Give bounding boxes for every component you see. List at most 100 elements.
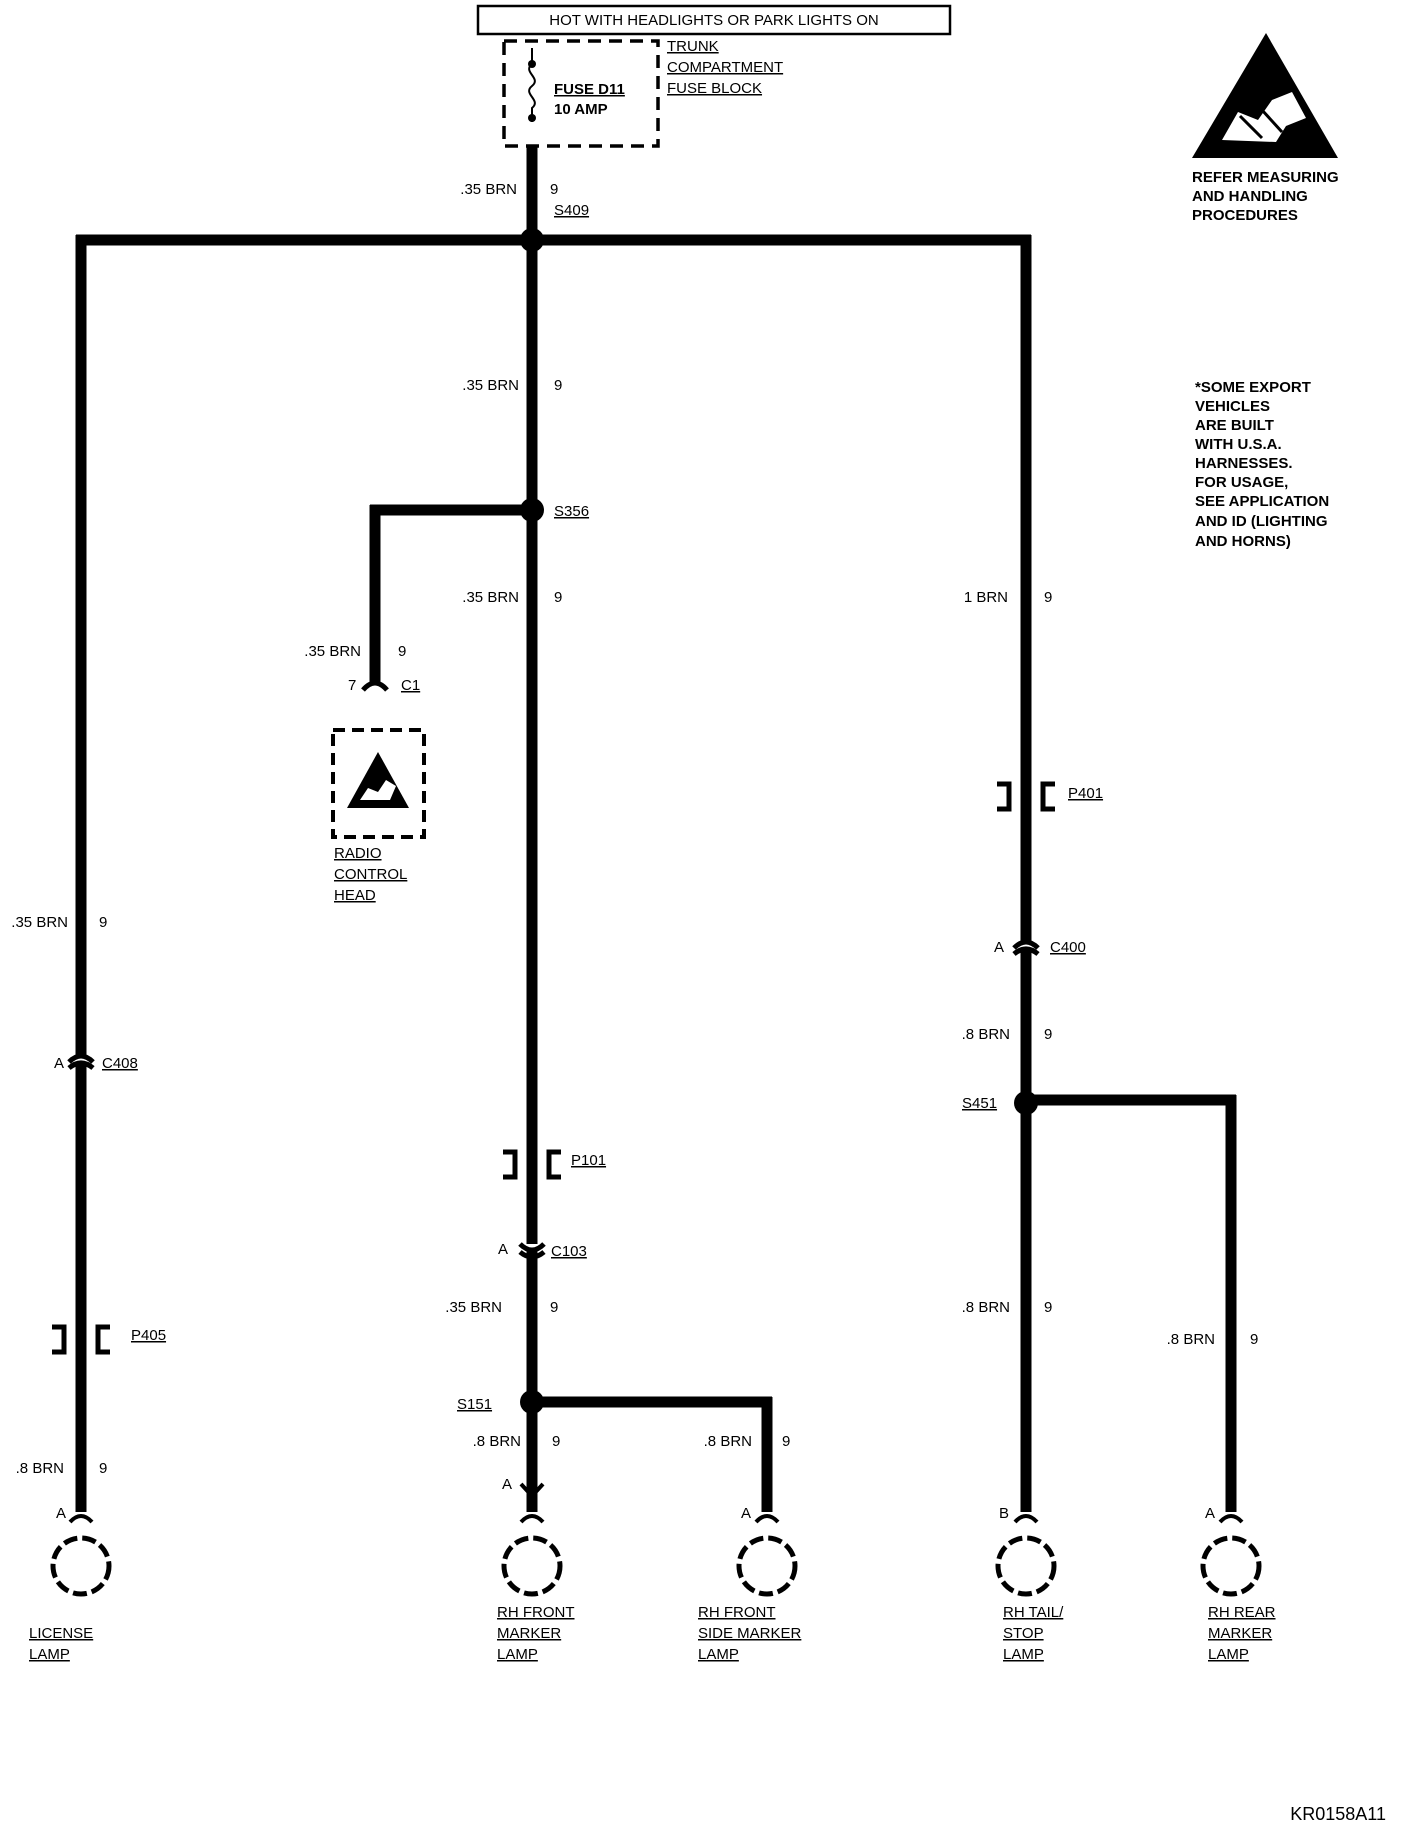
wire-circuit-trunk-upper: 9 [554,377,562,394]
figure-id: KR0158A11 [1290,1804,1386,1824]
splice-s151-label: S151 [457,1396,492,1413]
fuse-terminal-top [528,60,536,68]
passthrough-p101-label: P101 [571,1152,606,1169]
passthrough-p401 [997,781,1055,812]
splice-s356 [520,498,544,522]
export-note-line-1: *SOME EXPORT [1195,379,1311,396]
license-lamp-pin: A [56,1505,66,1522]
connector-c103-pin: A [498,1241,508,1258]
front-marker-lamp-label-1: RH FRONT [497,1604,575,1621]
side-marker-lamp-label-2: SIDE MARKER [698,1625,802,1642]
license-lamp-terminal [68,1514,94,1524]
esd-notice-line-2: AND HANDLING [1192,188,1308,205]
wire-label-right-upper: 1 BRN [964,589,1008,606]
splice-s451-label: S451 [962,1095,997,1112]
wire-circuit-rear-marker: 9 [1250,1331,1258,1348]
export-note-line-8: AND ID (LIGHTING [1195,513,1328,530]
rear-marker-lamp-label-2: MARKER [1208,1625,1272,1642]
splice-s451 [1014,1091,1038,1115]
wire-label-radio: .35 BRN [304,643,361,660]
splice-s409-label: S409 [554,202,589,219]
tail-stop-lamp-label-3: LAMP [1003,1646,1044,1663]
export-note-line-5: HARNESSES. [1195,455,1293,472]
wire-circuit-side-marker: 9 [782,1433,790,1450]
wire-label-trunk-upper: .35 BRN [462,377,519,394]
license-lamp-label-2: LAMP [29,1646,70,1663]
wire-label-left-lower: .8 BRN [16,1460,64,1477]
connector-c400-label: C400 [1050,939,1086,956]
wire-label-tail: .8 BRN [962,1299,1010,1316]
front-marker-lamp-pin: A [502,1476,512,1493]
fuse-block-label-3: FUSE BLOCK [667,80,762,97]
side-marker-lamp-label-1: RH FRONT [698,1604,776,1621]
radio-label-line-1: RADIO [334,845,382,862]
side-marker-lamp-pin: A [741,1505,751,1522]
esd-notice-line-1: REFER MEASURING [1192,169,1339,186]
rear-marker-lamp-bulb [1200,1535,1262,1597]
rear-marker-lamp-label-3: LAMP [1208,1646,1249,1663]
connector-c408-label: C408 [102,1055,138,1072]
wire-label-front-marker: .8 BRN [473,1433,521,1450]
side-marker-lamp-bulb [736,1535,798,1597]
export-note-line-4: WITH U.S.A. [1195,436,1282,453]
rear-marker-lamp-terminal [1218,1514,1244,1524]
tail-stop-lamp-label-1: RH TAIL/ [1003,1604,1064,1621]
wire-circuit-left-lower: 9 [99,1460,107,1477]
splice-s356-label: S356 [554,503,589,520]
wire-circuit-front-marker: 9 [552,1433,560,1450]
esd-warning-icon [1192,33,1338,158]
wire-circuit-trunk-mid: 9 [554,589,562,606]
fuse-name: FUSE D11 [554,81,625,98]
connector-c1-label: C1 [401,677,420,694]
wire-label-right-mid: .8 BRN [962,1026,1010,1043]
license-lamp-bulb [50,1535,112,1597]
front-marker-lamp-label-3: LAMP [497,1646,538,1663]
wire-circuit-center-lower: 9 [550,1299,558,1316]
header-text: HOT WITH HEADLIGHTS OR PARK LIGHTS ON [549,12,878,29]
connector-c400-pin: A [994,939,1004,956]
wire-label-rear-marker: .8 BRN [1167,1331,1215,1348]
export-note-line-6: FOR USAGE, [1195,474,1288,491]
tail-stop-lamp-bulb [995,1535,1057,1597]
fuse-rating: 10 AMP [554,101,608,118]
export-note-line-7: SEE APPLICATION [1195,493,1329,510]
wire-label-trunk-mid: .35 BRN [462,589,519,606]
splice-s151 [520,1390,544,1414]
connector-c103-label: C103 [551,1243,587,1260]
rear-marker-lamp-pin: A [1205,1505,1215,1522]
tail-stop-lamp-label-2: STOP [1003,1625,1044,1642]
fuse-block-label-1: TRUNK [667,38,719,55]
passthrough-p401-label: P401 [1068,785,1103,802]
splice-s409 [520,228,544,252]
wires [75,146,1237,1512]
connector-c400 [1012,939,1040,957]
wire-circuit-tail: 9 [1044,1299,1052,1316]
wire-circuit-radio: 9 [398,643,406,660]
wire-label-fuse-out: .35 BRN [460,181,517,198]
fuse-block-box [502,39,660,148]
wire-label-left-upper: .35 BRN [11,914,68,931]
header-box [476,4,952,36]
fuse-terminal-bottom [528,114,536,122]
passthrough-p405-label: P405 [131,1327,166,1344]
export-note-line-2: VEHICLES [1195,398,1270,415]
connector-c1 [361,680,389,692]
tail-stop-lamp-pin: B [999,1505,1009,1522]
connector-c103 [518,1242,546,1260]
connector-c1-pin: 7 [348,677,356,694]
front-marker-lamp-terminal [519,1482,545,1524]
side-marker-lamp-terminal [754,1514,780,1524]
passthrough-p405 [52,1324,110,1355]
radio-esd-icon [347,752,409,808]
license-lamp-label-1: LICENSE [29,1625,93,1642]
wire-label-side-marker: .8 BRN [704,1433,752,1450]
fuse-element [528,48,536,122]
connector-c408 [67,1053,95,1071]
side-marker-lamp-label-3: LAMP [698,1646,739,1663]
radio-label-line-2: CONTROL [334,866,407,883]
fuse-block-label-2: COMPARTMENT [667,59,783,76]
tail-stop-lamp-terminal [1013,1514,1039,1524]
export-note-line-3: ARE BUILT [1195,417,1274,434]
passthrough-p101 [503,1149,561,1180]
connector-c408-pin: A [54,1055,64,1072]
